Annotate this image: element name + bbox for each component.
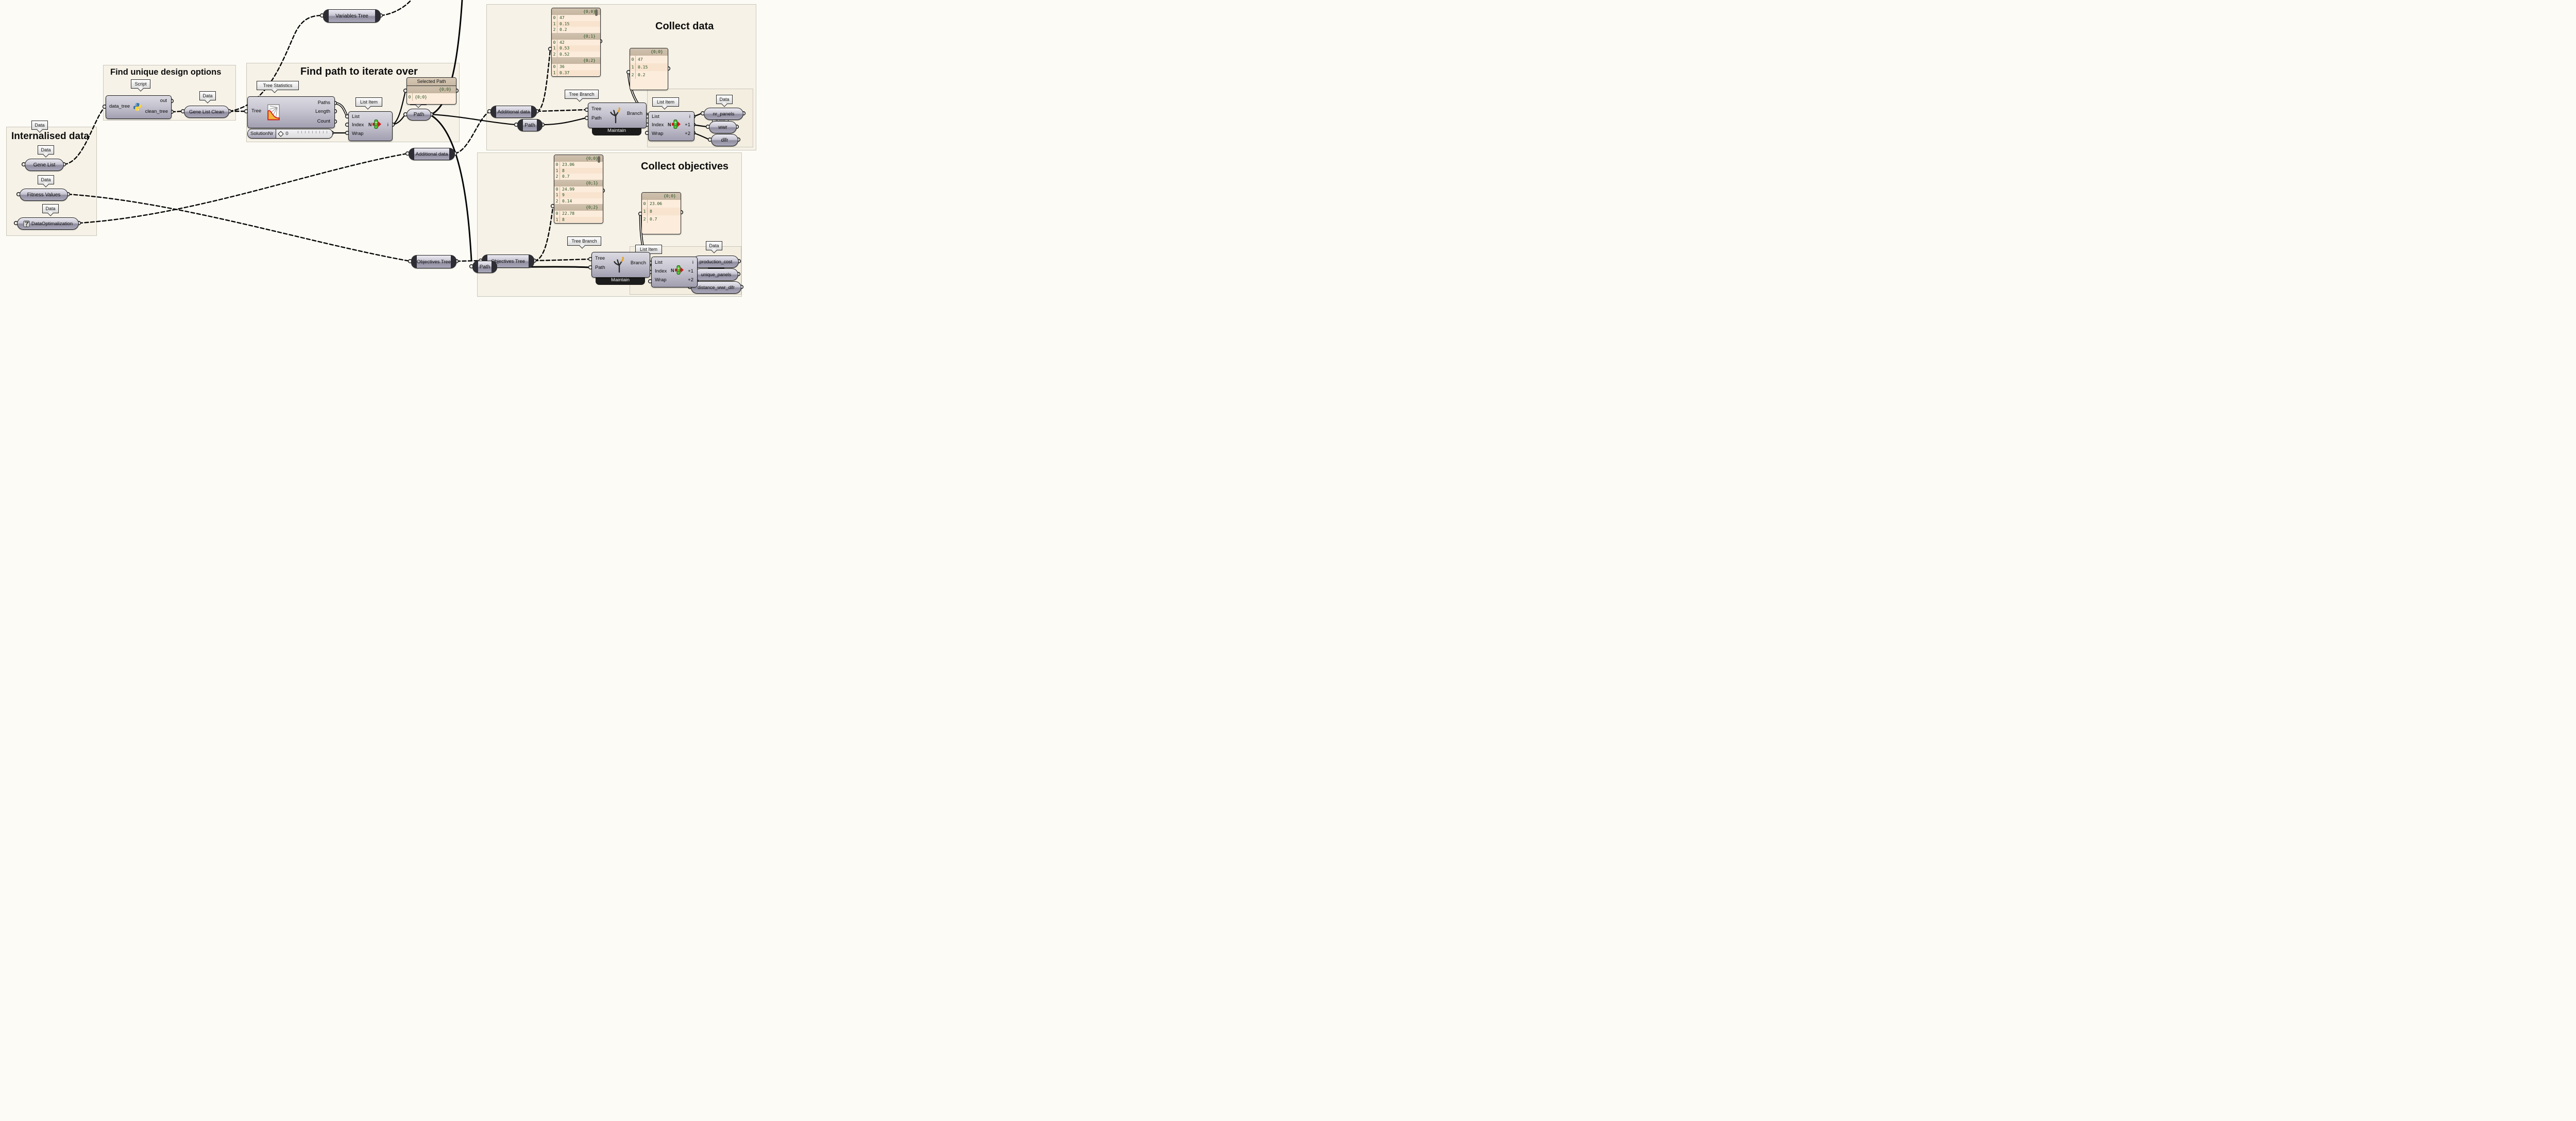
- list-item-icon: N: [368, 120, 381, 129]
- svg-text:N: N: [668, 122, 671, 127]
- slider-ticks: [298, 131, 330, 133]
- param-path-relay[interactable]: Path: [517, 119, 543, 131]
- group-title-collect-data: Collect data: [655, 21, 714, 32]
- tree-branch-icon: [610, 107, 620, 124]
- list-item-icon: N: [668, 120, 681, 129]
- panel-scrollbar[interactable]: [595, 9, 598, 16]
- param-wwr[interactable]: wwr: [709, 121, 737, 133]
- component-list-item[interactable]: List Index Wrap N i: [348, 111, 393, 141]
- tag-data[interactable]: Data: [716, 95, 733, 104]
- param-fitness-values[interactable]: Fitness Values: [20, 189, 68, 201]
- group-title-find-path: Find path to iterate over: [300, 66, 418, 77]
- tag-data[interactable]: Data: [38, 175, 54, 184]
- tag-tree-branch[interactable]: Tree Branch: [567, 236, 601, 246]
- tree-branch-mode[interactable]: Maintain: [596, 277, 645, 285]
- tag-data[interactable]: Data: [31, 121, 48, 130]
- param-path-relay[interactable]: Path: [472, 261, 497, 273]
- tag-data[interactable]: Data: [42, 204, 59, 213]
- component-tree-statistics[interactable]: Tree Paths Length Count: [247, 96, 335, 128]
- svg-text:N: N: [671, 268, 674, 273]
- tree-branch-mode[interactable]: Maintain: [592, 127, 641, 135]
- component-tree-branch[interactable]: Tree Path Branch: [591, 252, 650, 278]
- tag-data[interactable]: Data: [706, 241, 722, 250]
- group-title-internalised: Internalised data: [11, 131, 89, 142]
- tag-tree-branch[interactable]: Tree Branch: [565, 90, 599, 99]
- tag-script[interactable]: Script: [131, 79, 150, 89]
- param-objectives-tree-relay[interactable]: Objectives Tree: [411, 255, 456, 268]
- slider-track[interactable]: 0: [276, 129, 332, 138]
- slider-grip[interactable]: [278, 130, 284, 137]
- list-item-icon: N: [671, 265, 684, 275]
- tag-list-item[interactable]: List Item: [652, 97, 679, 107]
- param-path[interactable]: Path: [406, 109, 431, 121]
- svg-text:N: N: [368, 122, 372, 127]
- tree-branch-icon: [614, 257, 624, 273]
- python-icon: [133, 103, 142, 111]
- param-additional-data-relay[interactable]: Additional data: [409, 148, 455, 160]
- param-additional-data[interactable]: Additional data: [490, 106, 537, 118]
- param-nr-panels[interactable]: nr_panels: [704, 108, 743, 120]
- param-variables-tree[interactable]: Variables Tree: [323, 9, 381, 23]
- tag-data[interactable]: Data: [38, 145, 54, 155]
- panel-scrollbar[interactable]: [598, 156, 600, 163]
- component-python-script[interactable]: data_tree out clean_tree: [106, 95, 172, 119]
- grasshopper-canvas: Internalised data Find unique design opt…: [0, 0, 791, 300]
- component-tree-branch[interactable]: Tree Path Branch: [588, 103, 647, 128]
- tree-statistics-icon: [267, 104, 280, 121]
- param-gene-list[interactable]: Gene List: [25, 159, 64, 171]
- group-title-collect-objectives: Collect objectives: [641, 161, 729, 172]
- group-title-find-unique: Find unique design options: [110, 67, 222, 77]
- tag-list-item[interactable]: List Item: [355, 97, 382, 107]
- slider-value: 0: [285, 131, 289, 137]
- slider-label: SolutionNr: [248, 129, 277, 138]
- param-production-cost[interactable]: production_cost: [693, 256, 739, 268]
- param-dlfr[interactable]: dlfr: [711, 134, 738, 146]
- param-unique-panels[interactable]: unique_panels: [694, 268, 738, 281]
- component-list-item[interactable]: List Index Wrap N i +1 +2: [648, 111, 694, 141]
- solution-nr-slider[interactable]: SolutionNr 0: [247, 129, 333, 139]
- tag-data[interactable]: Data: [199, 91, 216, 100]
- tag-tree-statistics[interactable]: Tree Statistics: [257, 81, 299, 90]
- param-gene-list-clean[interactable]: Gene List Clean: [184, 106, 229, 118]
- wire-layer: [13, 0, 746, 290]
- internalised-data-icon: [23, 220, 30, 227]
- param-data-optimalization[interactable]: DataOptimalization: [17, 217, 79, 230]
- panel-selected-path[interactable]: Selected Path{0;0}0{0;0}: [406, 77, 456, 105]
- component-list-item[interactable]: List Index Wrap N i +1 +2: [651, 257, 698, 287]
- param-distance-wwr-dlfr[interactable]: distance_wwr_dlfr: [691, 281, 741, 294]
